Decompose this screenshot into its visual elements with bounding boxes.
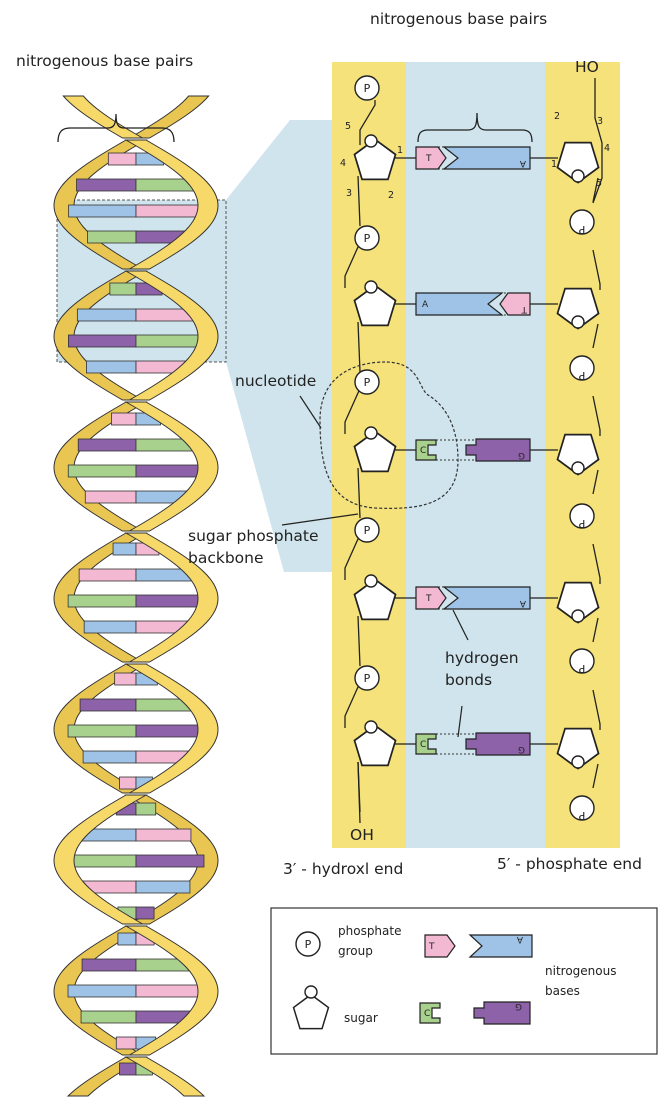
phosphate-left: P [355, 370, 379, 394]
legend-phosphate-line2: group [338, 944, 373, 958]
ho-label: HO [575, 58, 599, 76]
phosphate-letter: P [364, 524, 371, 537]
legend-sugar-oxygen [305, 986, 317, 998]
phosphate-letter: P [364, 232, 371, 245]
base-pair: AT [416, 293, 530, 315]
phosphate-letter: P [364, 376, 371, 389]
phosphate-letter: P [578, 369, 585, 382]
three-prime-end-label: 3′ - hydroxl end [283, 860, 403, 878]
helix-rung [82, 959, 190, 971]
left-carbon-3: 3 [346, 188, 352, 199]
phosphate-letter: P [364, 672, 371, 685]
phosphate-letter: P [578, 517, 585, 530]
helix-rung [81, 829, 191, 841]
helix-ribbon-front [63, 96, 142, 138]
base-right-letter: G [518, 744, 525, 754]
legend-bases-line1: nitrogenous [545, 964, 616, 978]
right-carbon-4: 4 [604, 143, 610, 154]
base-right-letter: T [521, 304, 528, 314]
backbone-label-line1: sugar phosphate [188, 527, 319, 545]
helix-rung [78, 439, 194, 451]
left-carbon-5: 5 [345, 121, 351, 132]
left-carbon-2: 2 [388, 190, 394, 201]
legend-base-letter: T [428, 942, 435, 952]
five-prime-end-label: 5′ - phosphate end [497, 855, 642, 873]
phosphate-letter: P [364, 82, 371, 95]
helix-rung [81, 1011, 191, 1023]
helix-rung [68, 725, 204, 737]
base-left-letter: A [422, 300, 429, 310]
helix-rung [68, 465, 203, 477]
helix-rung [69, 205, 204, 217]
legend-box [271, 908, 657, 1054]
base-pair: TA [416, 587, 530, 609]
helix-rung [68, 595, 204, 607]
legend-base-letter: A [516, 934, 523, 944]
legend-phosphate-line1: phosphate [338, 924, 401, 938]
base-right-letter: G [518, 450, 525, 460]
helix-rung [68, 335, 203, 347]
zoom-connector [226, 120, 332, 572]
helix-rung [68, 855, 204, 867]
legend-bases-line2: bases [545, 984, 580, 998]
base-right-letter: A [519, 598, 526, 608]
hydrogen-label-line2: bonds [445, 671, 492, 689]
helix-rung [82, 881, 190, 893]
backbone-label-line2: backbone [188, 549, 264, 567]
legend-phosphate-symbol: P [305, 938, 312, 951]
phosphate-left: P [355, 666, 379, 690]
phosphate-letter: P [578, 223, 585, 236]
right-carbon-3: 3 [597, 116, 603, 127]
legend-sugar-label: sugar [344, 1011, 378, 1025]
right-carbon-2: 2 [554, 111, 560, 122]
legend-base-letter: G [515, 1001, 522, 1011]
phosphate-left: P [355, 518, 379, 542]
helix-rung [84, 621, 188, 633]
phosphate-letter: P [578, 662, 585, 675]
helix-rung [77, 179, 196, 191]
helix-rung [77, 309, 194, 321]
base-left-letter: T [425, 154, 432, 164]
helix-rung [79, 569, 193, 581]
helix-rung [83, 751, 189, 763]
left-base-pairs-label: nitrogenous base pairs [16, 52, 193, 70]
helix-rung [85, 491, 186, 503]
oh-label: OH [350, 826, 374, 844]
helix-ribbon-back [129, 96, 208, 138]
right-carbon-5: 5 [596, 178, 602, 189]
base-right-letter: A [519, 158, 526, 168]
phosphate-left: P [355, 226, 379, 250]
top-base-pairs-label: nitrogenous base pairs [370, 10, 547, 28]
helix-rung [88, 231, 185, 243]
legend-base-letter: C [424, 1009, 430, 1019]
phosphate-left: P [355, 76, 379, 100]
legend: P phosphate group sugar T A C G nitrogenous… [271, 908, 657, 1054]
base-left-letter: C [420, 740, 426, 750]
nucleotide-label: nucleotide [235, 372, 316, 390]
left-carbon-4: 4 [340, 158, 346, 169]
base-left-letter: T [425, 594, 432, 604]
helix-rung [68, 985, 204, 997]
helix-ribbon-front [126, 1057, 204, 1096]
hydrogen-label-line1: hydrogen [445, 649, 519, 667]
phosphate-letter: P [578, 809, 585, 822]
helix-rung [80, 699, 192, 711]
right-carbon-1: 1 [551, 159, 557, 170]
helix-rung [86, 361, 185, 373]
base-left-letter: C [420, 446, 426, 456]
left-carbon-1: 1 [397, 145, 403, 156]
